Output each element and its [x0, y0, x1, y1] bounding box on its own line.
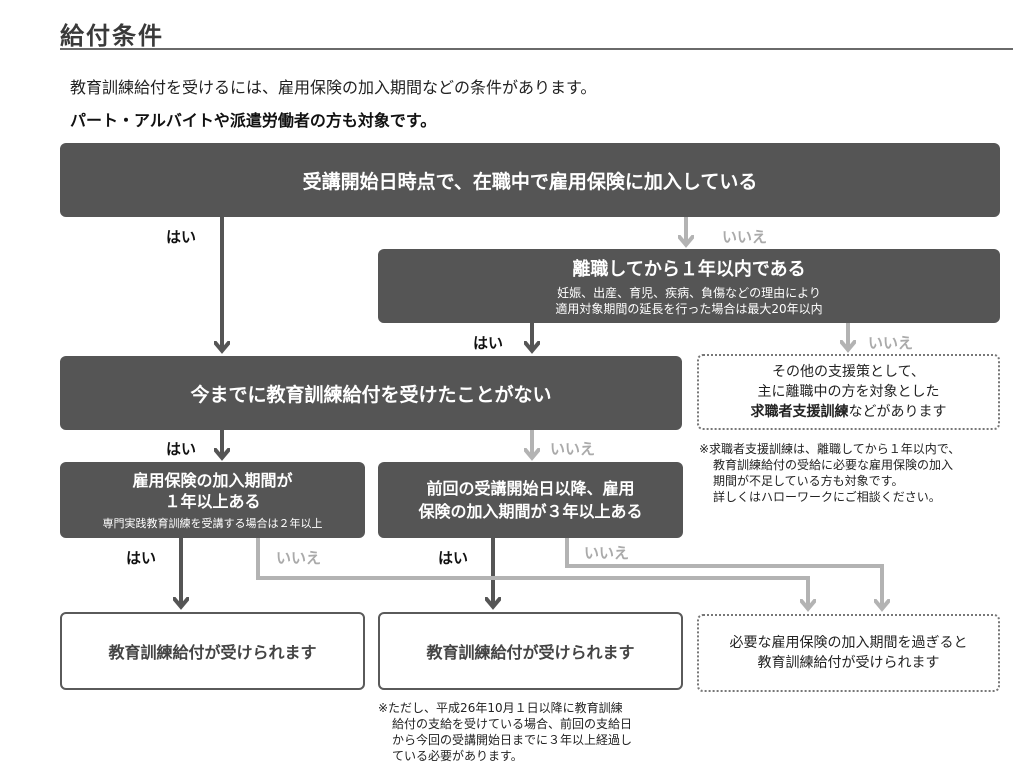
- note-right-line1: ※求職者支援訓練は、離職してから１年以内で、: [699, 442, 961, 456]
- result-eligible-2-text: 教育訓練給付が受けられます: [426, 643, 635, 662]
- alternative-support-line1: その他の支援策として、: [772, 364, 925, 380]
- intro-emphasis: パート・アルバイトや派遣労働者の方も対象です。: [70, 111, 437, 130]
- question-within-one-year-text: 離職してから１年以内である: [572, 259, 806, 280]
- note-previous-benefit: ※ただし、平成26年10月１日以降に教育訓練 給付の支給を受けている場合、前回の…: [378, 700, 698, 764]
- result-eligible-2: 教育訓練給付が受けられます: [378, 612, 683, 690]
- result-eligible-1-text: 教育訓練給付が受けられます: [108, 643, 317, 662]
- arrow-q4-no: [256, 538, 808, 608]
- label-no-q4: いいえ: [276, 549, 322, 567]
- alternative-support-line2: 主に離職中の方を対象とした: [757, 384, 940, 400]
- label-yes-q2: はい: [473, 334, 504, 352]
- question-three-years-since-last: 前回の受講開始日以降、雇用 保険の加入期間が３年以上ある: [378, 462, 683, 538]
- question-within-one-year-sub1: 妊娠、出産、育児、疾病、負傷などの理由により: [557, 286, 821, 300]
- label-yes-q5: はい: [438, 549, 469, 567]
- alternative-support-box: その他の支援策として、 主に離職中の方を対象とした 求職者支援訓練などがあります: [697, 354, 1000, 430]
- alternative-wait-line1: 必要な雇用保険の加入期間を過ぎると: [729, 635, 968, 651]
- alternative-wait-line2: 教育訓練給付が受けられます: [757, 655, 940, 671]
- label-no-q2: いいえ: [868, 334, 914, 352]
- question-insured-at-start: 受講開始日時点で、在職中で雇用保険に加入している: [60, 143, 1000, 217]
- note-bottom-line2: 給付の支給を受けている場合、前回の支給日: [392, 717, 633, 731]
- label-yes-q4: はい: [126, 549, 157, 567]
- intro-text: 教育訓練給付を受けるには、雇用保険の加入期間などの条件があります。: [70, 78, 597, 97]
- alternative-support-line3: 求職者支援訓練などがあります: [751, 402, 947, 422]
- label-no-q5: いいえ: [584, 544, 630, 562]
- question-one-year-insured-sub: 専門実践教育訓練を受講する場合は２年以上: [102, 516, 323, 530]
- note-bottom-line4: ている必要があります。: [392, 749, 523, 763]
- question-three-years-line2: 保険の加入期間が３年以上ある: [418, 502, 643, 521]
- question-insured-at-start-text: 受講開始日時点で、在職中で雇用保険に加入している: [302, 170, 758, 193]
- question-first-time-text: 今までに教育訓練給付を受けたことがない: [190, 383, 552, 406]
- note-bottom-line1: ※ただし、平成26年10月１日以降に教育訓練: [378, 701, 623, 715]
- alternative-wait-box: 必要な雇用保険の加入期間を過ぎると 教育訓練給付が受けられます: [697, 614, 1000, 692]
- label-no-q1: いいえ: [722, 228, 768, 246]
- note-right-line3: 期間が不足している方も対象です。: [713, 474, 904, 488]
- job-seeker-training-term: 求職者支援訓練: [750, 404, 849, 420]
- label-yes-q1: はい: [166, 228, 197, 246]
- note-right-line4: 詳しくはハローワークにご相談ください。: [713, 490, 941, 504]
- alternative-support-line3-rest: などがあります: [848, 404, 947, 420]
- note-bottom-line3: から今回の受講開始日までに３年以上経過し: [392, 733, 633, 747]
- question-one-year-insured: 雇用保険の加入期間が １年以上ある 専門実践教育訓練を受講する場合は２年以上: [60, 462, 365, 538]
- question-one-year-insured-line1: 雇用保険の加入期間が: [132, 470, 293, 490]
- result-eligible-1: 教育訓練給付が受けられます: [60, 612, 365, 690]
- note-right-line2: 教育訓練給付の受給に必要な雇用保険の加入: [713, 458, 954, 472]
- question-one-year-insured-line2: １年以上ある: [164, 491, 261, 511]
- question-three-years-line1: 前回の受講開始日以降、雇用: [426, 479, 635, 498]
- question-within-one-year: 離職してから１年以内である 妊娠、出産、育児、疾病、負傷などの理由により 適用対…: [378, 249, 1000, 323]
- arrow-q5-no: [565, 538, 882, 608]
- note-job-seeker-training: ※求職者支援訓練は、離職してから１年以内で、 教育訓練給付の受給に必要な雇用保険…: [699, 441, 1009, 505]
- title-underline: [60, 48, 1013, 50]
- question-within-one-year-sub2: 適用対象期間の延長を行った場合は最大20年以内: [555, 302, 823, 316]
- label-no-q3: いいえ: [550, 440, 596, 458]
- section-title: 給付条件: [60, 22, 164, 50]
- label-yes-q3: はい: [166, 440, 197, 458]
- question-first-time: 今までに教育訓練給付を受けたことがない: [60, 356, 682, 430]
